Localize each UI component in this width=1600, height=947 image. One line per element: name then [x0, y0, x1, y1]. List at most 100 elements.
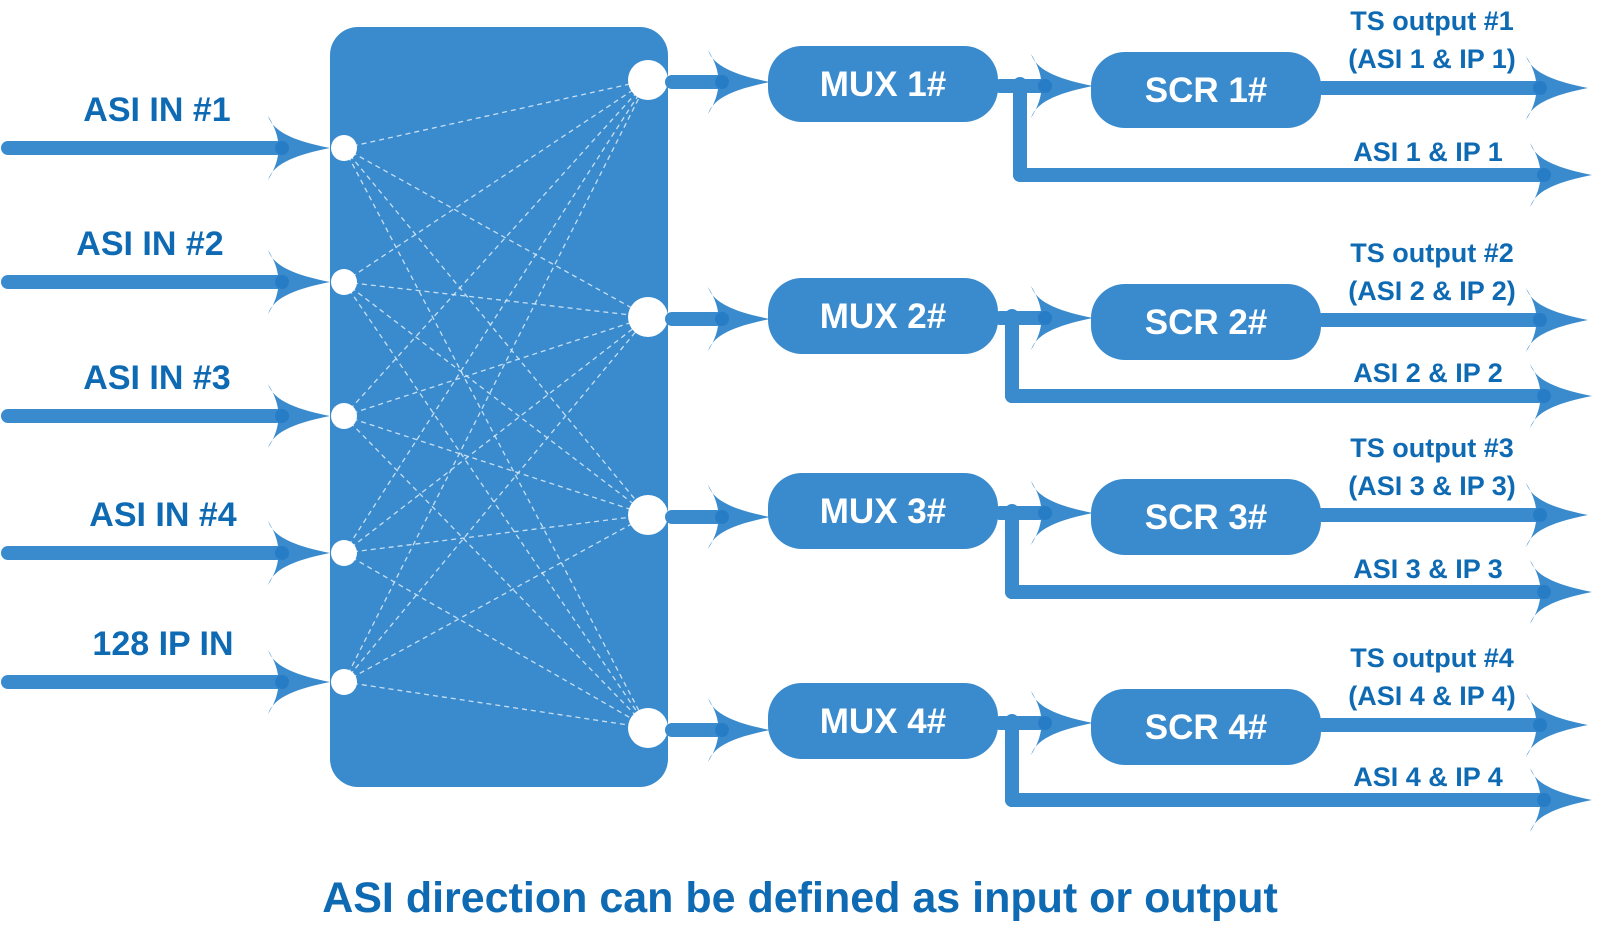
arrow-head: [708, 698, 770, 762]
matrix-connection-line: [343, 316, 649, 683]
input-arrow: [1, 250, 330, 314]
ts-output-sub-label: (ASI 1 & IP 1): [1348, 44, 1516, 74]
arrow-joint: [275, 409, 289, 423]
channel-2: MUX 2#SCR 2#TS output #2(ASI 2 & IP 2)AS…: [665, 238, 1592, 428]
ts-output-arrow: [1315, 56, 1588, 120]
arrow-head: [268, 650, 330, 714]
arrow-joint: [1533, 81, 1547, 95]
input-label: ASI IN #3: [83, 359, 230, 397]
matrix-connection-line: [343, 514, 649, 554]
scr-box: [1091, 479, 1321, 555]
matrix-input-node: [331, 669, 357, 695]
matrix-to-mux-arrow: [665, 698, 770, 762]
arrow-head: [268, 116, 330, 180]
input-arrow: [1, 521, 330, 585]
arrow-joint: [275, 275, 289, 289]
scr-box: [1091, 284, 1321, 360]
ts-output-arrow: [1315, 693, 1588, 757]
matrix-connection-line: [343, 79, 649, 554]
arrow-joint: [715, 723, 729, 737]
ts-output-label: TS output #4: [1350, 643, 1514, 673]
bypass-label: ASI 1 & IP 1: [1353, 137, 1503, 167]
matrix-to-mux-arrow: [665, 287, 770, 351]
matrix-connection-line: [343, 79, 649, 417]
matrix-connection-line: [343, 415, 649, 729]
input-arrow: [1, 650, 330, 714]
arrow-head: [1031, 691, 1093, 755]
mux-box: [768, 278, 998, 354]
arrow-joint: [715, 312, 729, 326]
arrow-head: [1031, 286, 1093, 350]
matrix-input-node: [331, 540, 357, 566]
matrix-output-node: [628, 297, 668, 337]
arrow-head: [268, 250, 330, 314]
arrow-head: [268, 384, 330, 448]
matrix-connection-line: [343, 147, 649, 516]
scr-label: SCR 2#: [1145, 303, 1268, 342]
bypass-label: ASI 4 & IP 4: [1353, 762, 1503, 792]
matrix-connection-line: [343, 281, 649, 516]
arrow-joint: [1537, 389, 1551, 403]
matrix-connection-line: [343, 316, 649, 554]
input-3: ASI IN #3: [1, 359, 330, 448]
input-arrow: [1, 116, 330, 180]
arrow-joint: [1038, 716, 1052, 730]
arrow-joint: [1533, 718, 1547, 732]
bypass-arrow: [1013, 143, 1592, 207]
arrow-joint: [1038, 79, 1052, 93]
ts-output-sub-label: (ASI 3 & IP 3): [1348, 471, 1516, 501]
arrow-joint: [1533, 508, 1547, 522]
mux-label: MUX 1#: [820, 65, 946, 104]
scr-label: SCR 3#: [1145, 498, 1268, 537]
matrix-input-node: [331, 403, 357, 429]
ts-output-label: TS output #1: [1350, 6, 1514, 36]
arrow-joint: [1537, 585, 1551, 599]
bypass-arrow: [1005, 364, 1592, 428]
ts-output-sub-label: (ASI 4 & IP 4): [1348, 681, 1516, 711]
mux-box: [768, 473, 998, 549]
mux-label: MUX 3#: [820, 492, 946, 531]
matrix-connection-line: [343, 514, 649, 683]
arrow-head: [1031, 54, 1093, 118]
matrix-input-node: [331, 269, 357, 295]
mux-label: MUX 2#: [820, 297, 946, 336]
matrix-to-mux-arrow: [665, 50, 770, 114]
scr-label: SCR 1#: [1145, 71, 1268, 110]
arrow-joint: [1537, 168, 1551, 182]
channel-1: MUX 1# SCR 1# TS output #1 (ASI 1 & IP 1) AS…: [665, 6, 1592, 207]
ts-output-arrow: [1315, 483, 1588, 547]
input-1: ASI IN #1: [1, 91, 330, 180]
scr-box: [1091, 52, 1321, 128]
matrix-to-mux-arrow: [665, 485, 770, 549]
input-label: ASI IN #2: [76, 225, 223, 263]
arrow-head: [268, 521, 330, 585]
caption: ASI direction can be defined as input or…: [322, 874, 1278, 922]
arrow-head: [1526, 288, 1588, 352]
ts-output-label: TS output #3: [1350, 433, 1514, 463]
channel-3: MUX 3#SCR 3#TS output #3(ASI 3 & IP 3)AS…: [665, 433, 1592, 624]
ts-output-arrow: [1315, 288, 1588, 352]
arrow-head: [1526, 56, 1588, 120]
arrow-head: [1530, 768, 1592, 832]
arrow-head: [1530, 560, 1592, 624]
arrow-head: [708, 287, 770, 351]
arrow-joint: [1038, 311, 1052, 325]
mux-label: MUX 4#: [820, 702, 946, 741]
matrix-connection-line: [343, 681, 649, 729]
matrix-input-node: [331, 135, 357, 161]
matrix-connection-line: [343, 79, 649, 283]
input-4: ASI IN #4: [1, 496, 330, 585]
matrix-connection-line: [343, 147, 649, 729]
bypass-arrow: [1005, 768, 1592, 832]
arrow-head: [1031, 481, 1093, 545]
arrow-head: [708, 50, 770, 114]
scr-label: SCR 4#: [1145, 708, 1268, 747]
input-label: ASI IN #4: [89, 496, 236, 534]
arrow-head: [1526, 483, 1588, 547]
arrow-head: [1530, 364, 1592, 428]
bypass-arrow: [1005, 560, 1592, 624]
matrix-output-node: [628, 495, 668, 535]
